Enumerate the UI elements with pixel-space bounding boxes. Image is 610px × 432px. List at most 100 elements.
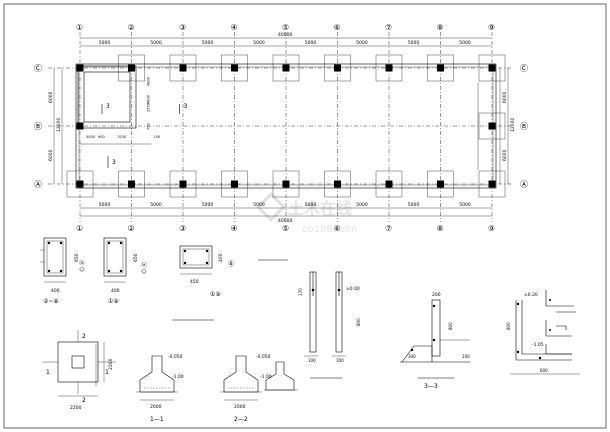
wall-section-3-3: 200 800 100 300 3—3	[400, 292, 470, 390]
column-6-1	[334, 180, 341, 188]
axis-top-2: ②	[128, 23, 135, 32]
beam-dim-5: 100	[336, 358, 344, 363]
dim-top-bay-4: 5000	[305, 40, 317, 46]
dim-right-1: 6000	[502, 91, 508, 103]
dim-bottom-bay-5: 5000	[356, 202, 368, 208]
dim-bottom-bay-2: 5000	[202, 202, 214, 208]
dim-bottom-bay-6: 5000	[408, 202, 420, 208]
footing-9-b	[478, 112, 506, 140]
column-1-b	[76, 122, 84, 130]
s33-dim-top: 200	[432, 292, 441, 298]
footing-2-1	[118, 170, 145, 198]
pit-outline	[77, 65, 137, 129]
footing-dim-height: 2200	[108, 358, 114, 370]
axis-bottom-9: ⑨	[488, 224, 495, 233]
column-2-1	[128, 180, 135, 188]
s33-dim-bottom: 100	[462, 354, 470, 359]
axis-top-8: ⑧	[437, 23, 444, 32]
beam-dim-1: 170	[298, 288, 303, 296]
dim-top-bay-3: 5000	[253, 40, 265, 46]
beam-section-detail: ±0.00 170 800 100 100	[298, 271, 361, 379]
col2-dim-height: 650	[133, 253, 139, 262]
footing-7-1	[375, 170, 403, 198]
small-dim-5: 2550	[147, 103, 151, 112]
footing-section-small	[264, 361, 298, 391]
dim-bottom-bay-7: 5000	[459, 202, 471, 208]
column-7-0	[385, 64, 393, 72]
axis-bottom-2: ②	[128, 224, 135, 233]
column-5-1	[282, 180, 290, 188]
col1-label: ②~⑧	[43, 298, 59, 305]
axis-left-2: Ⓐ	[34, 180, 42, 189]
footing-4-1	[221, 170, 248, 198]
dim-bottom-bay-3: 5000	[253, 202, 265, 208]
col1-axes: Ⓒ Ⓐ	[79, 260, 86, 272]
rebar-bend-details	[545, 290, 576, 355]
column-5-0	[282, 64, 290, 72]
footing-2-0	[118, 54, 145, 82]
axis-right-0: Ⓒ	[520, 64, 528, 73]
stair-callout-1: 3	[106, 103, 110, 110]
footing-mark-left: 1	[46, 369, 50, 376]
footing-8-1	[427, 170, 454, 198]
column-4-1	[231, 180, 238, 188]
small-dim-3: 900	[98, 135, 105, 139]
pit-elev-bottom: -1.05	[532, 342, 544, 348]
foundation-beam-outline	[75, 63, 497, 189]
footing-9-0	[478, 54, 506, 82]
footing-section-1-1: -0.050 -1.00 2000 1—1	[136, 354, 184, 423]
footing-6-1	[324, 170, 351, 198]
axis-bottom-1: ①	[76, 224, 83, 233]
dim-top-bay-2: 5000	[202, 40, 214, 46]
pit-section-detail: ±0.20 -1.05 800 600	[506, 292, 580, 375]
s11-dim-width: 2000	[150, 404, 162, 410]
stair-callout-2: 3	[184, 103, 188, 110]
column-9-0	[488, 64, 496, 72]
axis-top-5: ⑤	[282, 23, 289, 32]
footing-mark-top: 2	[82, 333, 86, 340]
pit-dim-width: 600	[540, 368, 548, 373]
axis-top-7: ⑦	[385, 23, 392, 32]
col3-label: ①⑨	[210, 291, 221, 298]
column-3-0	[179, 64, 187, 72]
footing-5-1	[272, 170, 300, 198]
col3-dim-width: 450	[190, 279, 199, 285]
watermark-sub: co188.com	[302, 224, 357, 235]
column-7-1	[385, 180, 393, 188]
footing-mark-right: 1	[105, 369, 109, 376]
column-9-b	[488, 122, 496, 130]
dim-top-bay-0: 5000	[99, 40, 111, 46]
small-dim-0: 4800	[147, 77, 151, 86]
axis-top-3: ③	[179, 23, 186, 32]
axis-left-0: Ⓒ	[34, 64, 42, 73]
footing-plan-detail: 2 2 1 1 2200 2200	[42, 330, 116, 411]
footing-8-0	[427, 54, 454, 82]
column-3-1	[179, 180, 187, 188]
column-detail-1-9: 400 650 Ⓒ Ⓐ ①⑨	[103, 237, 148, 305]
column-9-1	[488, 180, 496, 188]
s33-label: 3—3	[424, 383, 438, 390]
dim-top-bay-5: 5000	[356, 40, 368, 46]
watermark: 土木在线 co188.com	[256, 192, 357, 235]
dim-left-2: 6000	[48, 149, 54, 161]
s33-dim-height: 800	[448, 322, 453, 330]
footing-9-1	[478, 170, 506, 198]
s22-label: 2—2	[234, 416, 248, 423]
col2-dim-width: 400	[111, 288, 120, 294]
col2-axes: Ⓒ Ⓐ	[141, 262, 148, 274]
stair-callout-3: 3	[112, 159, 116, 166]
col1-dim-width: 400	[51, 288, 60, 294]
footing-3-1	[169, 170, 197, 198]
dim-top-total: 40000	[278, 32, 292, 38]
dim-left-total: 12000	[56, 118, 62, 132]
s22-elev-top: -0.050	[256, 354, 271, 360]
dim-top-bay-6: 5000	[408, 40, 420, 46]
footing-1-1	[66, 170, 94, 198]
dim-bottom-bay-0: 5000	[99, 202, 111, 208]
axis-right-2: Ⓐ	[520, 180, 528, 189]
small-dim-4: 3150	[118, 135, 127, 139]
s11-elev-top: -0.050	[168, 354, 183, 360]
axis-bottom-5: ⑤	[282, 224, 289, 233]
